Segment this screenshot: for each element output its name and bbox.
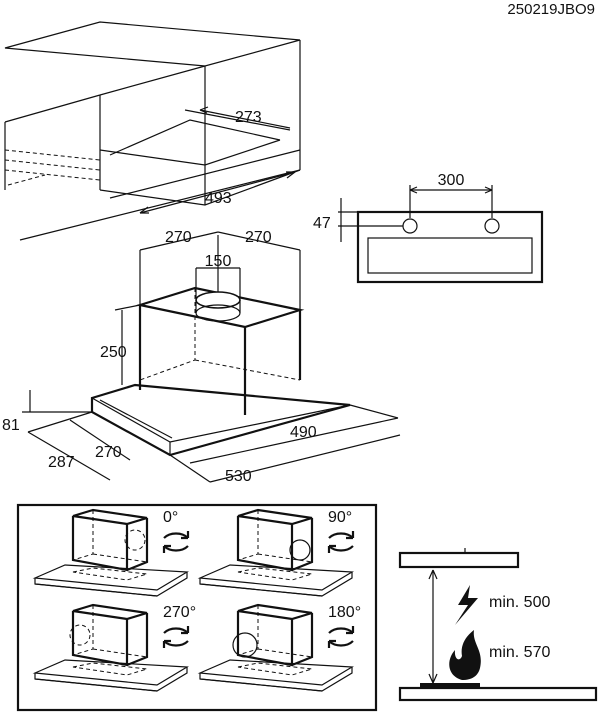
panel-height-label: 81 (2, 417, 20, 434)
rotation-item: 90° (197, 508, 355, 597)
min-gas-clearance: min. 570 (489, 644, 550, 661)
rotation-angle-label: 270° (163, 604, 196, 621)
rotate-arrows-icon (162, 531, 190, 553)
right-offset-label: 270 (245, 229, 272, 246)
outer-width-label: 530 (225, 468, 252, 485)
hood-drawing: 270 270 150 250 81 287 270 490 530 (2, 229, 401, 485)
clearance-diagram: min. 500 min. 570 (398, 548, 598, 702)
document-code: 250219JBO9 (507, 1, 595, 18)
flame-icon (449, 630, 481, 680)
cabinet-depth-label: 273 (235, 109, 262, 126)
mounting-hole-spacing-label: 300 (438, 172, 465, 189)
mounting-hole-height-label: 47 (313, 215, 331, 232)
rotation-item: 0° (32, 508, 190, 597)
rotation-item: 180° (197, 603, 361, 692)
lightning-icon (455, 585, 478, 625)
min-electric-clearance: min. 500 (489, 594, 550, 611)
front-panel-drawing: 300 47 (313, 172, 544, 284)
rotation-item: 270° (32, 603, 196, 692)
total-depth-label: 287 (48, 454, 75, 471)
rotate-arrows-icon (162, 626, 190, 648)
rotate-arrows-icon (327, 626, 355, 648)
front-depth-label: 270 (95, 444, 122, 461)
outlet-diameter-label: 150 (205, 253, 232, 270)
rotation-angle-label: 0° (163, 509, 178, 526)
left-offset-label: 270 (165, 229, 192, 246)
inner-width-label: 490 (290, 424, 317, 441)
rotation-angle-label: 90° (328, 509, 352, 526)
rotation-panel: 0° 90° 270° 180° (16, 503, 378, 712)
box-height-label: 250 (100, 344, 127, 361)
rotate-arrows-icon (327, 531, 355, 553)
cabinet-drawing: 273 493 (4, 21, 301, 241)
cabinet-width-label: 493 (205, 190, 232, 207)
rotation-angle-label: 180° (328, 604, 361, 621)
